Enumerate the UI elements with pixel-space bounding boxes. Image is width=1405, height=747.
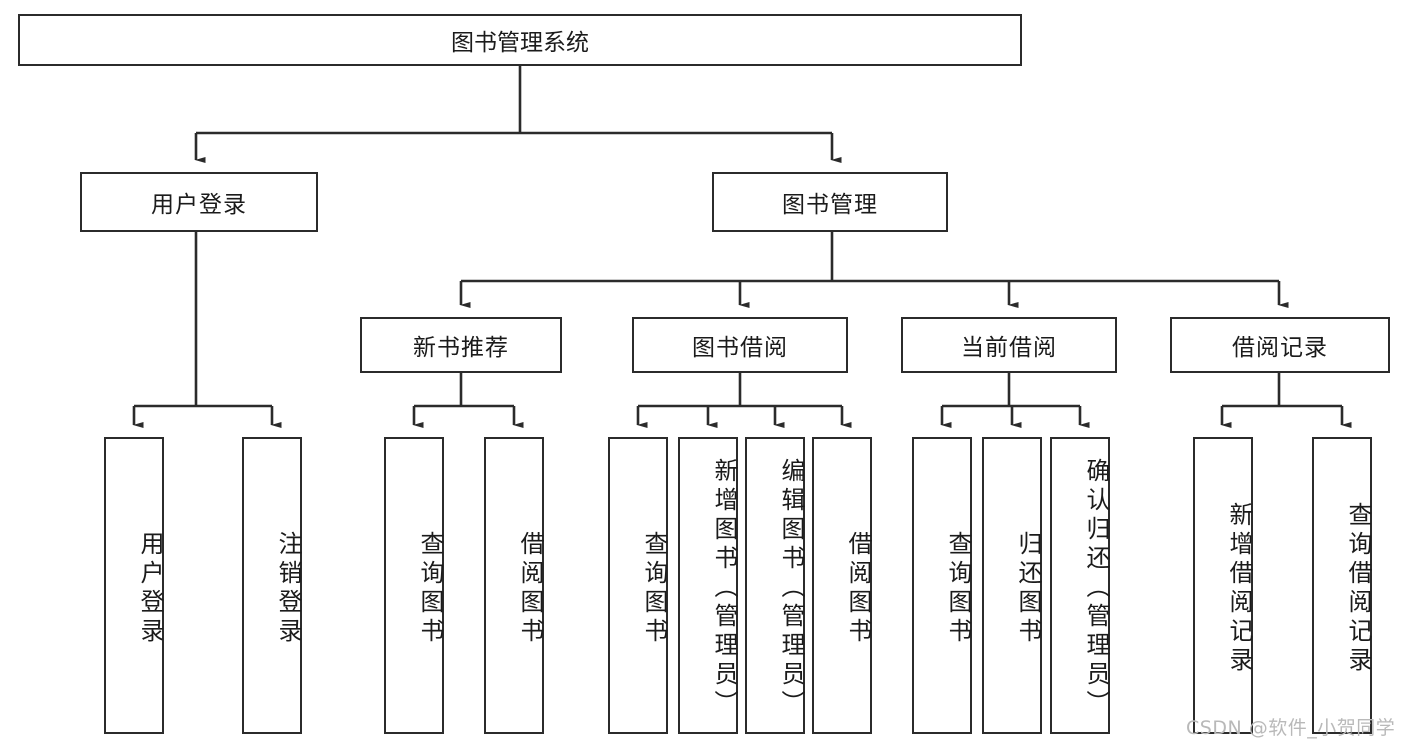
node-borrowing-records[interactable]: 借阅记录 [1170,317,1390,373]
node-book-borrowing[interactable]: 图书借阅 [632,317,848,373]
node-label: 用户登录 [136,530,164,647]
node-label: 借阅图书 [844,530,872,647]
node-label: 新增图书（管理员） [710,458,738,719]
node-label: 编辑图书（管理员） [777,458,805,719]
leaf-current-confirm-return-admin[interactable]: 确认归还（管理员） [1050,437,1110,734]
node-label: 借阅记录 [1232,335,1328,361]
node-label: 新书推荐 [413,335,509,361]
leaf-current-return-book[interactable]: 归还图书 [982,437,1042,734]
node-label: 借阅图书 [516,530,544,647]
leaf-user-login-login[interactable]: 用户登录 [104,437,164,734]
leaf-borrow-borrow-book[interactable]: 借阅图书 [812,437,872,734]
leaf-current-query-book[interactable]: 查询图书 [912,437,972,734]
leaf-borrow-edit-book-admin[interactable]: 编辑图书（管理员） [745,437,805,734]
node-book-management[interactable]: 图书管理 [712,172,948,232]
leaf-records-add-record[interactable]: 新增借阅记录 [1193,437,1253,734]
node-label: 新增借阅记录 [1225,501,1253,676]
node-root-book-management-system[interactable]: 图书管理系统 [18,14,1022,66]
leaf-new-book-borrow[interactable]: 借阅图书 [484,437,544,734]
node-label: 图书管理 [782,192,878,218]
node-label: 查询图书 [416,530,444,647]
leaf-new-book-query[interactable]: 查询图书 [384,437,444,734]
node-label: 注销登录 [274,530,302,647]
node-label: 查询图书 [944,530,972,647]
leaf-records-query-record[interactable]: 查询借阅记录 [1312,437,1372,734]
node-label: 图书借阅 [692,335,788,361]
node-label: 图书管理系统 [451,30,589,56]
node-label: 用户登录 [151,192,247,218]
watermark: CSDN @软件_小贺同学 [1186,717,1396,739]
node-current-borrowing[interactable]: 当前借阅 [901,317,1117,373]
leaf-borrow-add-book-admin[interactable]: 新增图书（管理员） [678,437,738,734]
node-new-book-recommendation[interactable]: 新书推荐 [360,317,562,373]
node-label: 当前借阅 [961,335,1057,361]
node-label: 确认归还（管理员） [1082,458,1110,719]
leaf-borrow-query-book[interactable]: 查询图书 [608,437,668,734]
leaf-user-login-logout[interactable]: 注销登录 [242,437,302,734]
node-label: 归还图书 [1014,530,1042,647]
node-label: 查询图书 [640,530,668,647]
node-user-login[interactable]: 用户登录 [80,172,318,232]
node-label: 查询借阅记录 [1344,501,1372,676]
